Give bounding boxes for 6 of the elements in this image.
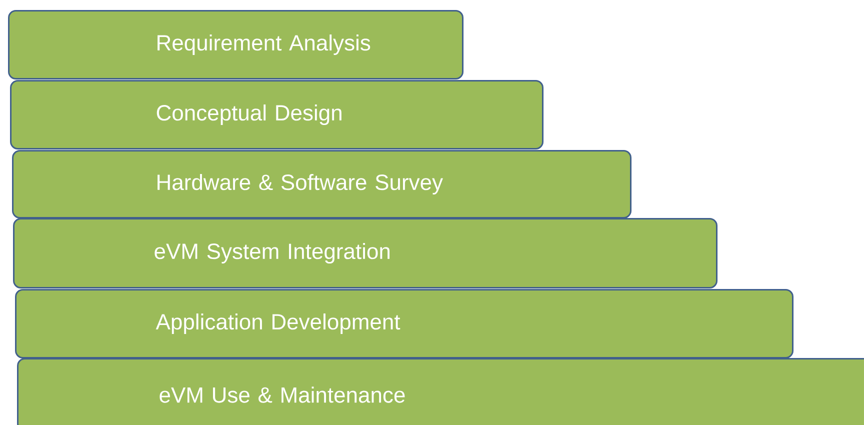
stage-bar: Requirement Analysis [8,10,464,80]
stage-bar: Application Development [15,288,794,358]
stage-bar: Conceptual Design [10,80,544,150]
stage-bar: eVM System Integration [13,218,718,288]
stage-bar: eVM Use & Maintenance [17,358,864,425]
stage-bar: Hardware & Software Survey [12,150,632,218]
